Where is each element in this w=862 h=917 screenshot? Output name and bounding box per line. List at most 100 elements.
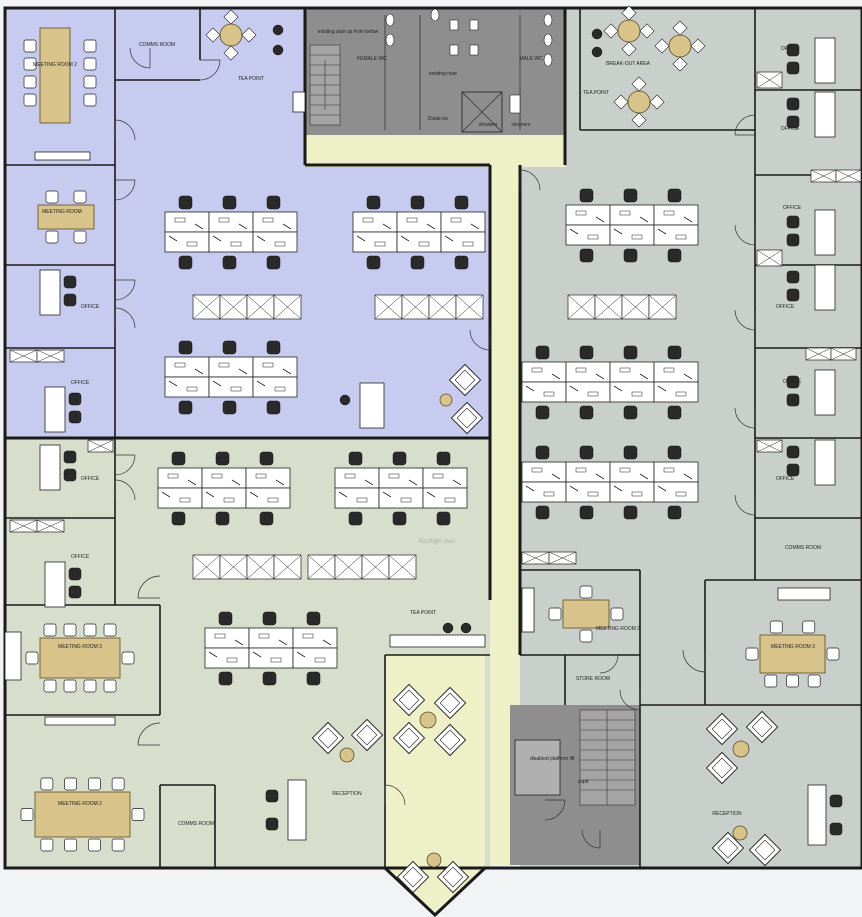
- door: [734, 494, 756, 516]
- door-arc: [734, 114, 756, 136]
- label-tea-point-top: TEA POINT: [238, 76, 264, 82]
- cafe-chair: [649, 94, 665, 110]
- monitor: [356, 497, 368, 503]
- door-arc: [682, 649, 706, 673]
- door: [114, 119, 136, 141]
- entrance-chevron: [383, 866, 487, 917]
- chair: [623, 188, 638, 203]
- chair: [45, 230, 59, 244]
- door-arc: [599, 654, 619, 674]
- door-arc: [137, 722, 161, 746]
- door: [734, 224, 756, 246]
- label-breakout-area: BREAK-OUT AREA: [606, 61, 650, 67]
- monitor: [270, 657, 282, 663]
- chair: [786, 233, 800, 247]
- chair: [171, 511, 186, 526]
- chair: [83, 57, 97, 71]
- desk-cluster: [521, 345, 699, 420]
- desk-line: [595, 216, 605, 223]
- chair: [43, 679, 57, 693]
- chair: [579, 405, 594, 420]
- chair: [63, 275, 77, 289]
- storage-cross: [455, 294, 484, 320]
- cafe-chair: [241, 27, 257, 43]
- label-reception-left: RECEPTION: [332, 791, 362, 797]
- desk-line: [382, 223, 392, 230]
- armchair: [705, 712, 739, 746]
- chair: [218, 611, 233, 626]
- door: [137, 575, 161, 599]
- chair: [222, 340, 237, 355]
- armchair-shape: [448, 363, 482, 397]
- chair: [266, 195, 281, 210]
- monitor: [406, 217, 418, 223]
- storage-cross: [648, 294, 677, 320]
- chair: [111, 838, 125, 852]
- armchair-seat: [402, 866, 424, 888]
- chair: [63, 623, 77, 637]
- storage-cross: [307, 554, 336, 580]
- chair: [131, 808, 145, 821]
- monitor: [418, 241, 430, 247]
- storage-cross: [401, 294, 430, 320]
- desk-line: [426, 223, 436, 230]
- monitor: [179, 497, 191, 503]
- desk-line: [275, 479, 285, 486]
- desk-line: [168, 235, 178, 242]
- chair: [366, 195, 381, 210]
- desk-line: [400, 235, 410, 242]
- monitor: [186, 241, 198, 247]
- label-disabled-lift: disabled platform lift: [530, 756, 575, 762]
- desk-line: [569, 485, 579, 492]
- chair: [121, 651, 135, 665]
- counter: [292, 91, 306, 113]
- monitor: [619, 467, 631, 473]
- door-arc: [734, 309, 756, 331]
- desk-line: [194, 223, 204, 230]
- label-office-4: OFFICE: [71, 554, 90, 560]
- counter: [777, 587, 831, 601]
- chair: [786, 288, 800, 302]
- desk: [814, 369, 836, 416]
- armchair-shape: [433, 686, 467, 720]
- chair: [786, 115, 800, 129]
- armchair-shape: [705, 751, 739, 785]
- monitor: [531, 367, 543, 373]
- chair: [786, 463, 800, 477]
- cafe-chair: [672, 20, 688, 36]
- door: [114, 179, 136, 201]
- armchair-seat: [711, 718, 733, 740]
- storage-cross: [246, 554, 275, 580]
- chair: [222, 255, 237, 270]
- door-arc: [734, 407, 756, 429]
- storage-row: [756, 439, 783, 453]
- cafe-chair: [672, 56, 688, 72]
- chair: [454, 255, 469, 270]
- monitor: [274, 241, 286, 247]
- desk-line: [212, 380, 222, 387]
- stool: [442, 622, 454, 634]
- storage-row: [9, 519, 65, 533]
- chair: [807, 674, 821, 688]
- desk-line: [683, 216, 693, 223]
- armchair-seat: [439, 692, 461, 714]
- monitor: [262, 362, 274, 368]
- desk-line: [525, 485, 535, 492]
- door-arc: [619, 689, 641, 711]
- storage-cross: [835, 169, 862, 183]
- desk-cluster: [164, 340, 298, 415]
- chair: [178, 255, 193, 270]
- desk-line: [595, 473, 605, 480]
- desk-line: [426, 491, 436, 498]
- armchair: [745, 710, 779, 744]
- counter: [521, 587, 535, 633]
- monitor: [267, 497, 279, 503]
- storage-cross: [805, 347, 832, 361]
- door: [384, 784, 406, 806]
- chair: [63, 293, 77, 307]
- storage-cross: [388, 554, 417, 580]
- monitor: [362, 217, 374, 223]
- storage-cross: [273, 554, 302, 580]
- storage-cross: [428, 294, 457, 320]
- chair: [23, 57, 37, 71]
